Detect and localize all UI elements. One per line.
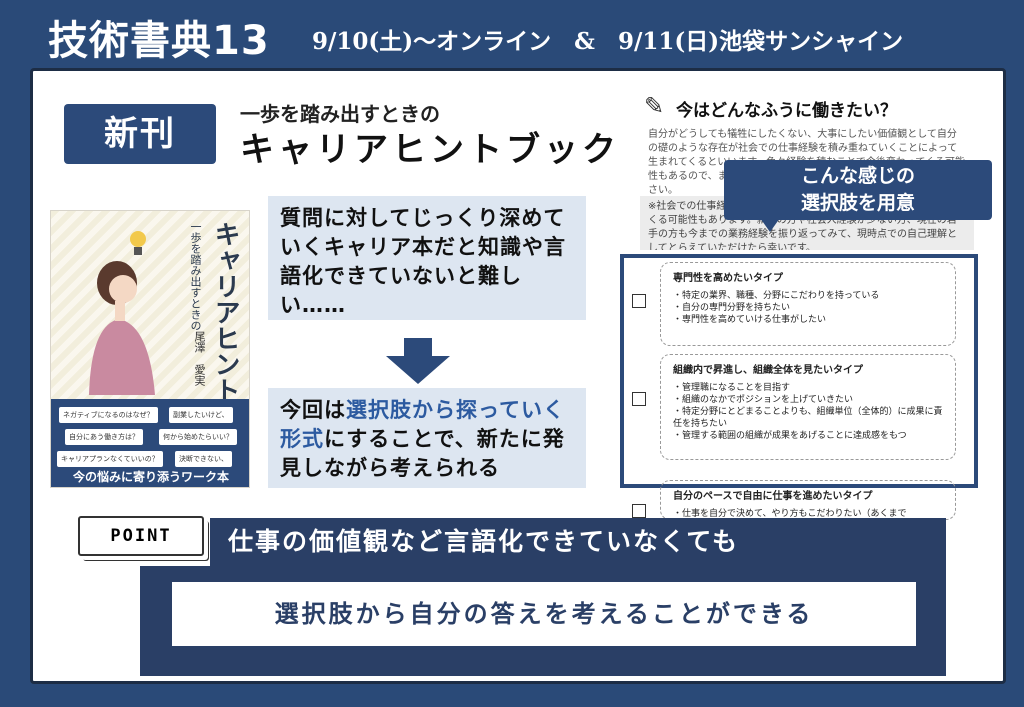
book-title: キャリアヒントブック (240, 130, 620, 170)
event-dates: 9/10(土)〜オンライン & 9/11(日)池袋サンシャイン (312, 28, 904, 55)
choice-title: 自分のペースで自由に仕事を進めたいタイプ (673, 491, 873, 502)
choice-card: 専門性を高めたいタイプ ・特定の業界、職種、分野にこだわりを持っている ・自分の… (660, 262, 956, 346)
lightbulb-icon (130, 231, 146, 255)
pencil-icon: ✎ (644, 92, 665, 120)
choice-item: ・管理する範囲の組織が成果をあげることに達成感をもつ (673, 431, 907, 441)
cover-author: 尾澤 愛実 (193, 331, 206, 386)
choice-item: ・特定分野にとどまることよりも、組織単位（全体的）に成果に責任を持ちたい (673, 407, 943, 429)
callout-text: こんな感じの 選択肢を用意 (800, 165, 915, 214)
down-arrow-icon (386, 338, 450, 384)
choice-card: 組織内で昇進し、組織全体を見たいタイプ ・管理職になることを目指す ・組織のなか… (660, 354, 956, 460)
woman-illustration (89, 261, 155, 395)
choice-checkbox (632, 392, 646, 406)
sample-choices-frame (620, 254, 978, 488)
cover-tagline: 今の悩みに寄り添うワーク本 (72, 470, 229, 484)
event-title: 技術書典13 (48, 18, 270, 64)
cover-chip: キャリアプランなくていいの？ (57, 451, 163, 467)
cover-chip: 副業したいけど、 (169, 407, 233, 423)
choice-title: 組織内で昇進し、組織全体を見たいタイプ (673, 365, 863, 376)
book-cover: 一歩を踏み出すときの キャリアヒントブック 尾澤 愛実 ネガティブになるのはなぜ… (50, 210, 250, 488)
new-release-badge: 新刊 (64, 104, 216, 164)
choice-item: ・管理職になることを目指す (673, 383, 791, 393)
problem-box: 質問に対してじっくり深めていくキャリア本だと知識や言語化できていないと難しい…… (268, 196, 586, 320)
choice-title: 専門性を高めたいタイプ (673, 273, 783, 284)
cover-subtitle: 一歩を踏み出すときの (189, 221, 202, 331)
callout-pointer (760, 218, 780, 232)
book-subtitle: 一歩を踏み出すときの (240, 102, 440, 126)
choice-card: 自分のペースで自由に仕事を進めたいタイプ ・仕事を自分で決めて、やり方もこだわり… (660, 480, 956, 520)
cover-bottom: ネガティブになるのはなぜ？ 副業したいけど、 自分にあう働き方は？ 何から始めた… (51, 399, 249, 487)
choice-checkbox (632, 504, 646, 518)
solution-highlight: 選択肢から探っていく形式 (280, 398, 565, 451)
choice-item: ・仕事を自分で決めて、やり方もこだわりたい（あくまで (673, 509, 907, 519)
cover-chip: 何から始めたらいい？ (159, 429, 237, 445)
choice-item: ・自分の専門分野を持ちたい (673, 303, 791, 313)
point-line-1: 仕事の価値観など言語化できていなくても (210, 518, 946, 566)
callout-box: こんな感じの 選択肢を用意 (724, 160, 992, 220)
cover-chip: 決断できない、 (175, 451, 232, 467)
point-label: POINT (78, 516, 204, 556)
choice-checkbox (632, 294, 646, 308)
choice-item: ・特定の業界、職種、分野にこだわりを持っている (673, 291, 880, 301)
header: 技術書典13 9/10(土)〜オンライン & 9/11(日)池袋サンシャイン (0, 0, 1024, 70)
point-line-2: 選択肢から自分の答えを考えることができる (172, 582, 916, 646)
solution-text-pre: 今回は (280, 398, 346, 422)
cover-chip: ネガティブになるのはなぜ？ (59, 407, 158, 423)
problem-text: 質問に対してじっくり深めていくキャリア本だと知識や言語化できていないと難しい…… (280, 206, 566, 317)
choice-item: ・専門性を高めていける仕事がしたい (673, 315, 827, 325)
choice-item: ・組織のなかでポジションを上げていきたい (673, 395, 854, 405)
solution-text-post: にすることで、新たに発見しながら考えられる (280, 427, 565, 480)
cover-chip: 自分にあう働き方は？ (65, 429, 143, 445)
solution-box: 今回は選択肢から探っていく形式にすることで、新たに発見しながら考えられる (268, 388, 586, 488)
sample-heading: 今はどんなふうに働きたい？ (676, 101, 897, 121)
